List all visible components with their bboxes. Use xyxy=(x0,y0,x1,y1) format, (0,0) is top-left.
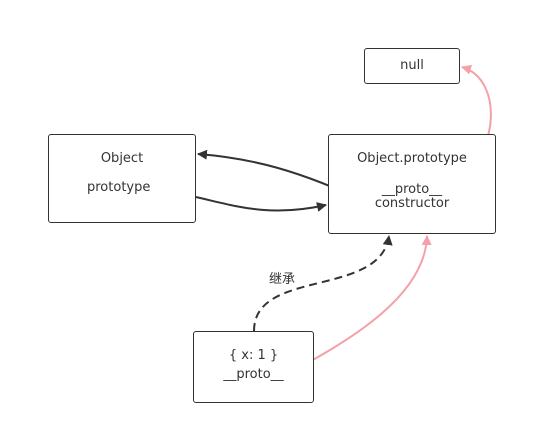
node-object-prototype-field-constructor: constructor xyxy=(374,196,450,211)
edge-inheritance-dashed xyxy=(253,235,393,332)
node-object-field-prototype: prototype xyxy=(87,180,151,195)
node-object xyxy=(48,134,196,223)
node-null xyxy=(364,48,460,84)
node-instance-title: { x: 1 } xyxy=(228,348,279,363)
edge-inheritance-label: 继承 xyxy=(268,272,295,287)
node-null-label: null xyxy=(400,58,424,73)
node-instance xyxy=(193,331,314,403)
node-object-prototype xyxy=(328,134,496,234)
node-instance-field-proto: __proto__ xyxy=(223,367,284,382)
node-object-title: Object xyxy=(100,151,144,166)
node-object-prototype-field-proto: __proto__ xyxy=(381,182,443,197)
node-object-prototype-title: Object.prototype xyxy=(357,151,467,166)
